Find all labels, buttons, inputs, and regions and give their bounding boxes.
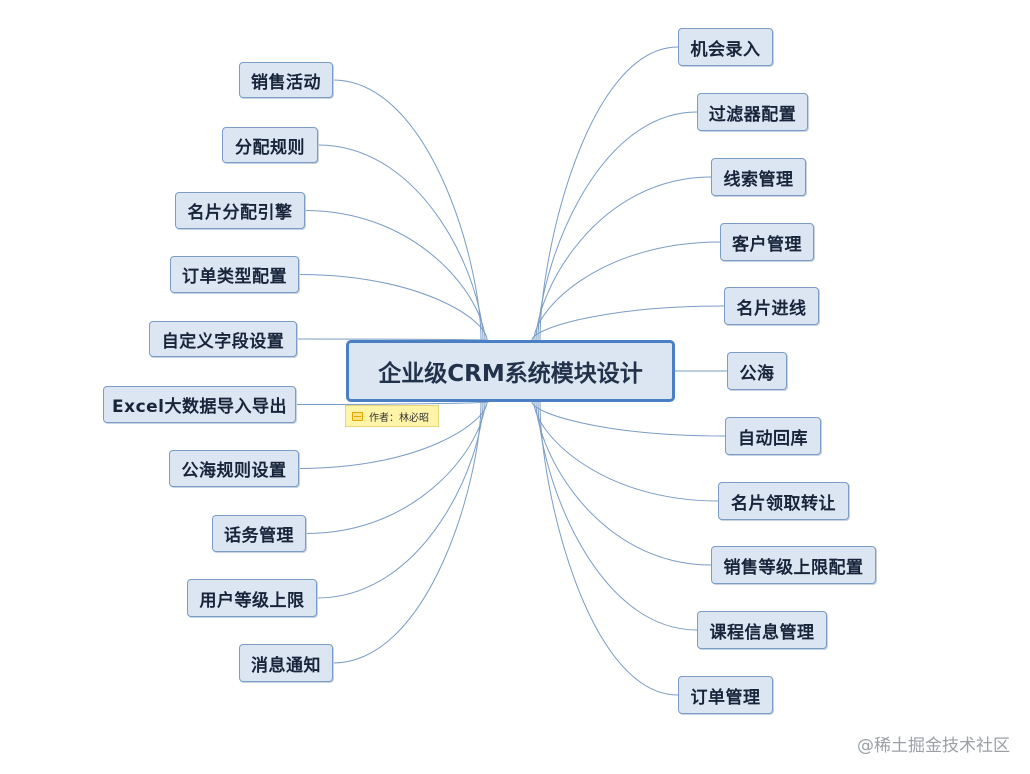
left-connector-line [317, 144, 484, 341]
right-connector-line [533, 401, 719, 502]
left-connector-line [295, 401, 490, 405]
left-branch-label: 话务管理 [224, 526, 294, 546]
note-text: 作者：林必昭 [369, 412, 429, 424]
right-branch-node[interactable]: 线索管理 [711, 158, 806, 196]
watermark: @稀土掘金技术社区 [857, 736, 1010, 756]
right-connector-line [535, 176, 712, 341]
note-icon [352, 411, 363, 421]
left-branch-label: 公海规则设置 [181, 461, 287, 481]
left-branch-node[interactable]: 订单类型配置 [170, 256, 299, 293]
right-branch-label: 名片领取转让 [731, 493, 836, 514]
right-connector-line [531, 401, 726, 437]
left-branch-label: 名片分配引擎 [187, 203, 293, 223]
right-branch-label: 线索管理 [723, 169, 794, 190]
right-connector-line [537, 401, 698, 631]
right-branch-node[interactable]: 订单管理 [678, 676, 773, 714]
left-branch-label: 分配规则 [235, 137, 305, 158]
right-branch-node[interactable]: 自动回库 [725, 417, 821, 455]
right-branch-label: 客户管理 [732, 234, 802, 255]
left-branch-node[interactable]: 话务管理 [212, 515, 306, 552]
author-note[interactable]: 作者：林必昭 [345, 405, 439, 427]
right-branch-node[interactable]: 过滤器配置 [697, 93, 808, 131]
left-connector-line [316, 401, 484, 599]
right-branch-node[interactable]: 名片领取转让 [718, 482, 849, 520]
left-branch-node[interactable]: 销售活动 [239, 62, 333, 98]
right-branch-node[interactable]: 名片进线 [724, 287, 819, 325]
root-title: 企业级CRM系统模块设计 [378, 361, 643, 387]
right-connector-line [531, 305, 725, 341]
left-branch-node[interactable]: 名片分配引擎 [175, 192, 305, 229]
left-branch-label: 自定义字段设置 [161, 331, 285, 352]
left-branch-node[interactable]: Excel大数据导入导出 [103, 386, 296, 423]
right-branch-label: 订单管理 [690, 687, 761, 708]
left-branch-node[interactable]: 分配规则 [222, 127, 318, 163]
right-connector-line [539, 401, 679, 696]
left-branch-node[interactable]: 公海规则设置 [169, 450, 299, 487]
left-connector-line [304, 210, 486, 341]
left-connector-line [298, 274, 488, 341]
right-branch-node[interactable]: 公海 [727, 352, 787, 390]
right-branch-node[interactable]: 机会录入 [678, 28, 773, 66]
right-connector-line [533, 241, 721, 341]
root-topic[interactable]: 企业级CRM系统模块设计 [346, 340, 675, 402]
right-branch-node[interactable]: 课程信息管理 [697, 611, 827, 649]
right-branch-node[interactable]: 销售等级上限配置 [711, 546, 876, 584]
right-branch-label: 过滤器配置 [708, 104, 797, 125]
right-branch-label: 公海 [739, 363, 775, 384]
left-branch-node[interactable]: 消息通知 [239, 644, 333, 682]
left-branch-label: 订单类型配置 [182, 267, 287, 287]
left-branch-label: 销售活动 [251, 72, 321, 93]
right-branch-label: 自动回库 [738, 428, 808, 449]
left-branch-node[interactable]: 用户等级上限 [187, 579, 317, 617]
left-branch-node[interactable]: 自定义字段设置 [149, 321, 297, 357]
left-branch-label: Excel大数据导入导出 [111, 397, 287, 417]
left-branch-label: 用户等级上限 [199, 590, 305, 611]
left-connector-line [332, 79, 482, 341]
left-connector-line [296, 338, 490, 341]
left-branch-label: 消息通知 [251, 655, 321, 676]
right-branch-label: 销售等级上限配置 [723, 557, 864, 578]
right-connector-line [537, 111, 698, 341]
left-connector-line [332, 401, 482, 664]
right-branch-node[interactable]: 客户管理 [720, 223, 814, 261]
right-branch-label: 机会录入 [690, 39, 761, 60]
right-branch-label: 课程信息管理 [709, 622, 815, 643]
right-branch-label: 名片进线 [736, 298, 807, 319]
